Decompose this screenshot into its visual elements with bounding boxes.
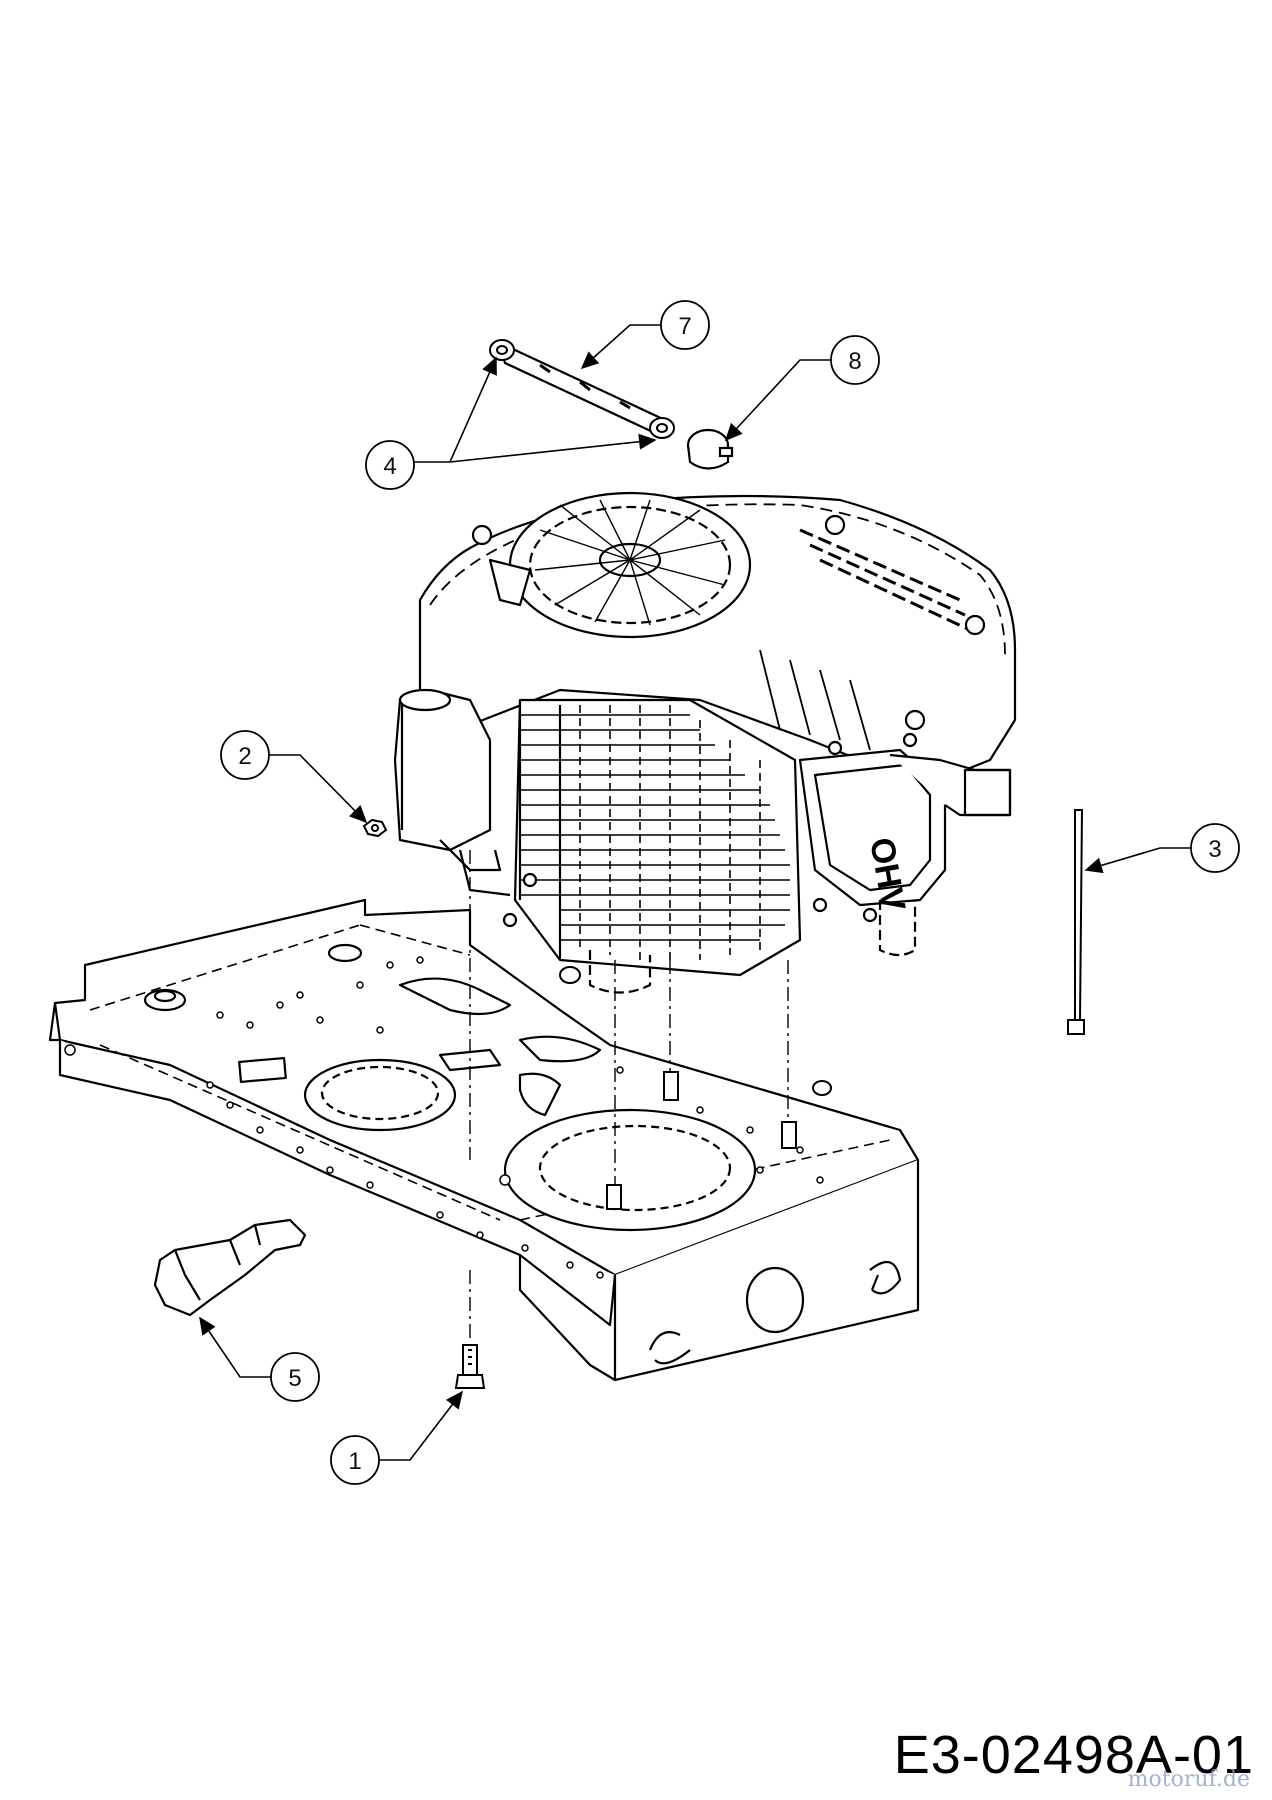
cable-tie-part xyxy=(1067,809,1085,1035)
svg-text:8: 8 xyxy=(848,348,861,375)
callout-3: 3 xyxy=(1084,823,1240,874)
reference-code: E3-02498A-01 xyxy=(893,1725,1254,1785)
callout-8: 8 xyxy=(724,335,880,442)
guard-part xyxy=(153,1218,307,1317)
alignment-lines xyxy=(469,850,789,1340)
watermark-logo: motoruf.de xyxy=(1127,1767,1250,1792)
svg-text:2: 2 xyxy=(238,743,251,770)
nut-part xyxy=(362,818,388,838)
bolt-part xyxy=(454,1344,486,1389)
callout-2: 2 xyxy=(220,730,368,824)
cap-part xyxy=(686,428,734,470)
svg-text:3: 3 xyxy=(1208,836,1221,863)
frame-holes xyxy=(64,956,824,1279)
chassis-frame xyxy=(48,898,920,1382)
svg-text:1: 1 xyxy=(348,1448,361,1475)
rod-part xyxy=(498,343,667,435)
callout-4: 4 xyxy=(365,356,657,490)
frame-studs xyxy=(559,966,832,1210)
clip-parts xyxy=(489,339,675,439)
engine xyxy=(393,491,1017,994)
callout-7: 7 xyxy=(580,300,710,370)
svg-text:5: 5 xyxy=(288,1365,301,1392)
svg-text:4: 4 xyxy=(383,453,396,480)
callout-1: 1 xyxy=(330,1390,463,1485)
callout-5: 5 xyxy=(199,1316,320,1402)
svg-text:7: 7 xyxy=(678,313,691,340)
